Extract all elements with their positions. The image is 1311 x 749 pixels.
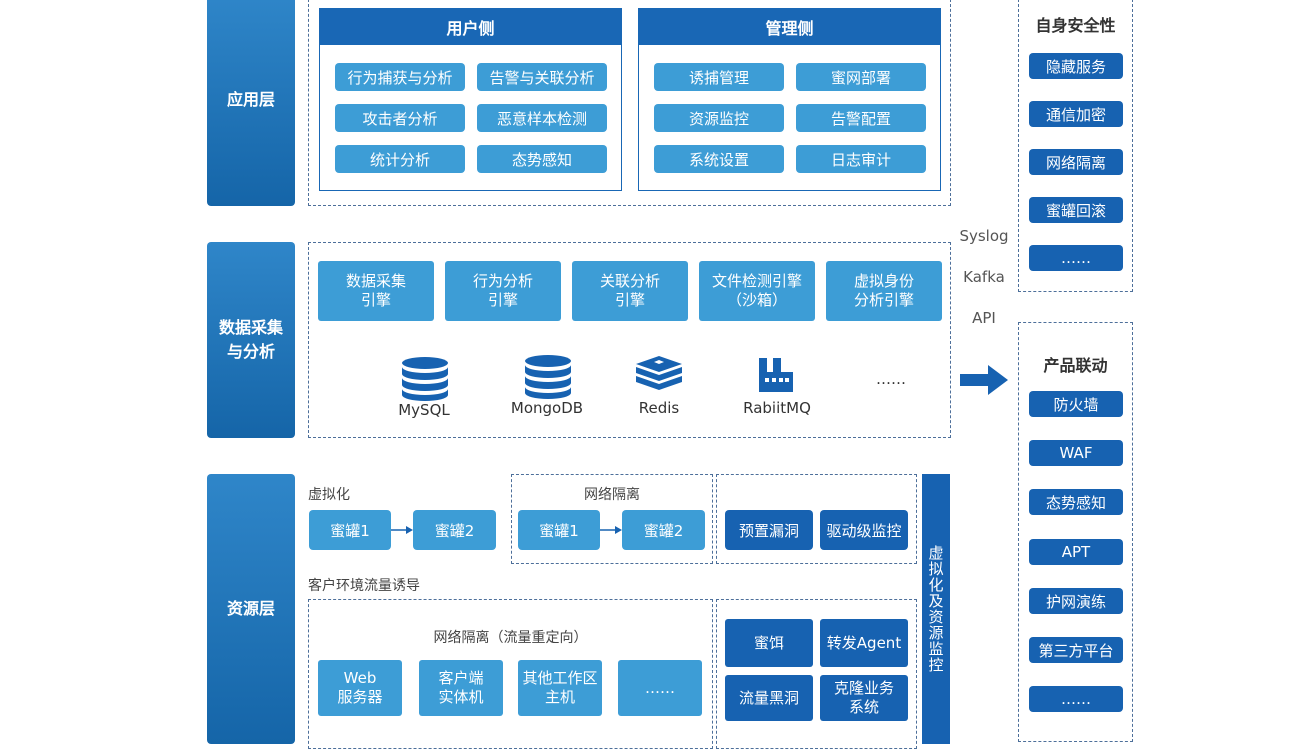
admin-item-honeynet-deploy: 蜜网部署 [796,63,926,91]
user-item-attacker-analysis: 攻击者分析 [335,104,465,132]
app-layer-label: 应用层 [207,0,295,206]
arrow-right-small-icon [391,526,413,534]
resource-layer-label: 资源层 [207,474,295,744]
db-more-ellipsis: …… [876,370,906,388]
linkage-title: 产品联动 [1043,356,1108,375]
traffic-induction-label: 客户环境流量诱导 [308,578,420,594]
isolation-label: 网络隔离 [584,487,640,503]
app-layer-text: 应用层 [226,90,275,109]
driver-level-monitor: 驱动级监控 [820,510,908,550]
tool-forward-agent: 转发Agent [820,619,908,667]
db-label-rabbitmq: RabiitMQ [743,399,811,417]
host-web-server: Web 服务器 [318,660,402,716]
admin-item-alert-config: 告警配置 [796,104,926,132]
resource-layer-text: 资源层 [226,599,275,618]
linkage-container [1018,322,1133,742]
redirect-label: 网络隔离（流量重定向） [433,630,588,646]
engine-correlation-analysis: 关联分析 引擎 [572,261,688,321]
protocol-api: API [972,309,996,327]
self-security-more: …… [1029,245,1123,271]
virtualization-label: 虚拟化 [308,487,350,503]
tool-traffic-blackhole: 流量黑洞 [725,675,813,721]
tool-bait: 蜜饵 [725,619,813,667]
app-layer-container [308,0,951,206]
user-item-statistics: 统计分析 [335,145,465,173]
linkage-situation-awareness: 态势感知 [1029,489,1123,515]
arrow-right-small-icon [600,526,622,534]
arrow-right-icon [960,365,1008,395]
engine-sandbox: 文件检测引擎 （沙箱） [699,261,815,321]
iso-honeypot-2: 蜜罐2 [622,510,705,550]
user-item-alert-correlation: 告警与关联分析 [477,63,607,91]
engine-behavior-analysis: 行为分析 引擎 [445,261,561,321]
user-item-behavior-capture: 行为捕获与分析 [335,63,465,91]
data-layer-text: 数据采集 与分析 [218,318,283,361]
virtualization-monitor-bar: 虚拟化及资源监控 [922,474,950,744]
linkage-waf: WAF [1029,440,1123,466]
user-item-malware-detection: 恶意样本检测 [477,104,607,132]
tool-clone-business-system: 克隆业务 系统 [820,675,908,721]
redis-stack-icon [636,356,682,390]
linkage-hw-exercise: 护网演练 [1029,588,1123,614]
self-security-isolation: 网络隔离 [1029,149,1123,175]
linkage-third-party: 第三方平台 [1029,637,1123,663]
protocol-syslog: Syslog [959,227,1009,245]
db-label-redis: Redis [638,399,680,417]
host-other-workstation: 其他工作区 主机 [518,660,602,716]
virt-honeypot-1: 蜜罐1 [309,510,391,550]
iso-honeypot-1: 蜜罐1 [518,510,600,550]
linkage-apt: APT [1029,539,1123,565]
linkage-firewall: 防火墙 [1029,391,1123,417]
self-security-encryption: 通信加密 [1029,101,1123,127]
self-security-container [1018,0,1133,292]
linkage-more: …… [1029,686,1123,712]
rabbitmq-icon [759,358,793,392]
self-security-hidden-service: 隐藏服务 [1029,53,1123,79]
engine-data-collection: 数据采集 引擎 [318,261,434,321]
host-more: …… [618,660,702,716]
admin-item-log-audit: 日志审计 [796,145,926,173]
preset-vulnerability: 预置漏洞 [725,510,813,550]
db-label-mongodb: MongoDB [510,399,584,417]
host-client-machine: 客户端 实体机 [419,660,503,716]
isolation-container [511,474,713,564]
monitor-container [716,474,917,564]
admin-item-trap-management: 诱捕管理 [654,63,784,91]
self-security-title: 自身安全性 [1035,16,1116,35]
data-layer-label: 数据采集 与分析 [207,242,295,438]
virt-honeypot-2: 蜜罐2 [413,510,496,550]
user-side-title: 用户侧 [320,9,621,45]
data-layer-container [308,242,951,438]
engine-virtual-identity: 虚拟身份 分析引擎 [826,261,942,321]
self-security-rollback: 蜜罐回滚 [1029,197,1123,223]
admin-item-system-settings: 系统设置 [654,145,784,173]
user-item-situation-awareness: 态势感知 [477,145,607,173]
virtualization-monitor-text: 虚拟化及资源监控 [926,545,945,673]
admin-item-resource-monitor: 资源监控 [654,104,784,132]
admin-side-title: 管理侧 [639,9,940,45]
mongodb-database-icon [525,355,571,399]
db-label-mysql: MySQL [398,401,450,419]
protocol-kafka: Kafka [963,268,1005,286]
mysql-database-icon [402,357,448,401]
